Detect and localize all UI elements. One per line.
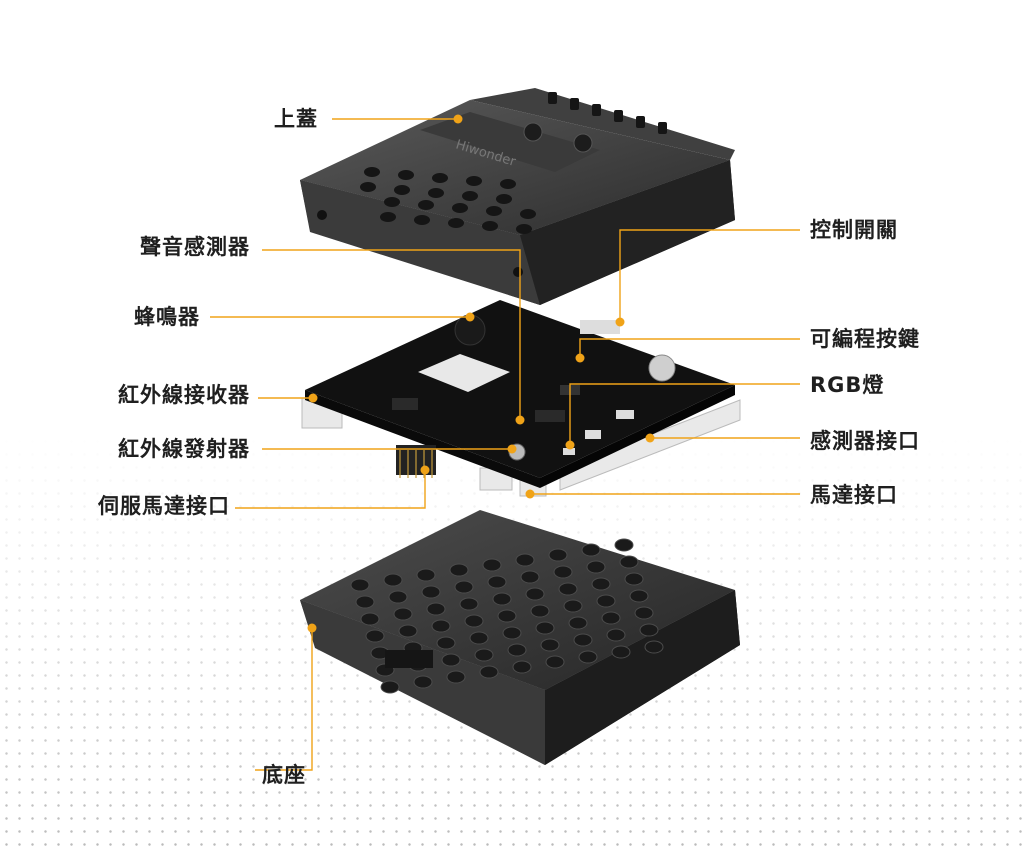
label-rgb-led: RGB燈 xyxy=(810,373,885,397)
label-buzzer: 蜂鳴器 xyxy=(134,305,200,329)
callout-dot xyxy=(308,393,318,403)
callout-dot xyxy=(645,433,655,443)
callout-dot xyxy=(615,317,625,327)
label-ir-transmitter: 紅外線發射器 xyxy=(118,437,250,461)
pcb-board-part xyxy=(301,300,741,497)
label-control-switch: 控制開關 xyxy=(810,218,898,242)
label-ir-receiver: 紅外線接收器 xyxy=(118,383,250,407)
callout-dot xyxy=(453,114,463,124)
callout-dot xyxy=(507,444,517,454)
label-servo-port: 伺服馬達接口 xyxy=(98,494,230,518)
label-sound-sensor: 聲音感測器 xyxy=(140,235,250,259)
callout-dot xyxy=(525,489,535,499)
label-top-cover: 上蓋 xyxy=(274,107,318,131)
label-motor-port: 馬達接口 xyxy=(810,483,898,507)
callout-line xyxy=(579,338,800,358)
callout-line xyxy=(619,229,800,322)
top-cover-part: Hiwonder xyxy=(300,88,735,305)
callout-dot xyxy=(420,465,430,475)
callout-dot xyxy=(565,440,575,450)
label-programmable-button: 可編程按鍵 xyxy=(810,327,920,351)
callout-line xyxy=(262,249,521,420)
base-part xyxy=(300,510,740,765)
label-base: 底座 xyxy=(262,763,306,787)
callout-dot xyxy=(515,415,525,425)
callout-line xyxy=(235,470,426,509)
label-sensor-port: 感測器接口 xyxy=(810,429,920,453)
callout-dot xyxy=(307,623,317,633)
callout-line xyxy=(569,383,800,445)
callout-line xyxy=(255,628,313,771)
callout-dot xyxy=(465,312,475,322)
callout-dot xyxy=(575,353,585,363)
